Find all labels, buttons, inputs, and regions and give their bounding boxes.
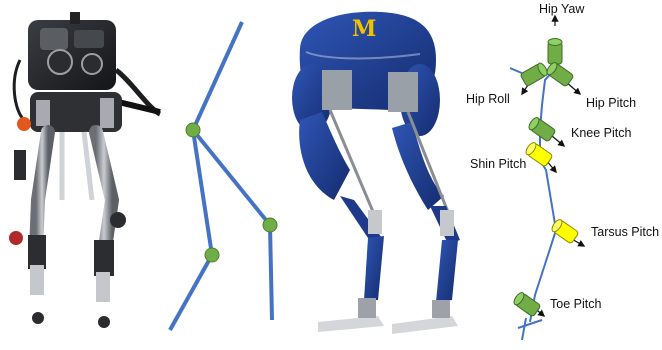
label-hip-roll: Hip Roll <box>466 92 510 106</box>
chain-link-foot <box>521 317 527 341</box>
label-knee-pitch: Knee Pitch <box>571 126 632 140</box>
stick-link-shin-right <box>268 224 274 321</box>
label-tarsus-pitch: Tarsus Pitch <box>591 225 660 239</box>
stick-joint-hip <box>185 122 201 138</box>
photo-atrias-robot <box>9 12 162 328</box>
joint-knee-pitch <box>528 117 556 142</box>
label-hip-yaw: Hip Yaw <box>539 2 585 16</box>
stick-link-thigh-left <box>191 129 214 256</box>
stick-link-shin-left <box>168 254 214 331</box>
stick-joint-knee-left <box>204 247 220 263</box>
joint-hip-yaw <box>547 38 563 65</box>
stick-joint-knee-right <box>262 217 278 233</box>
photo-cassie-robot: M <box>292 11 460 334</box>
kinematic-chain <box>509 14 586 341</box>
joint-toe-pitch <box>513 292 541 317</box>
stick-link-torso <box>191 21 244 131</box>
joint-hip-roll <box>520 62 548 86</box>
cassie-logo-m: M <box>352 16 376 42</box>
label-toe-pitch: Toe Pitch <box>550 297 602 311</box>
label-hip-pitch: Hip Pitch <box>586 96 637 110</box>
joint-shin-pitch <box>525 142 553 167</box>
chain-link-toe <box>517 319 543 329</box>
label-shin-pitch: Shin Pitch <box>470 157 527 171</box>
stick-link-thigh-right <box>191 128 272 227</box>
stick-model <box>168 21 278 331</box>
joint-hip-pitch <box>546 62 574 87</box>
joint-tarsus-pitch <box>551 219 579 244</box>
